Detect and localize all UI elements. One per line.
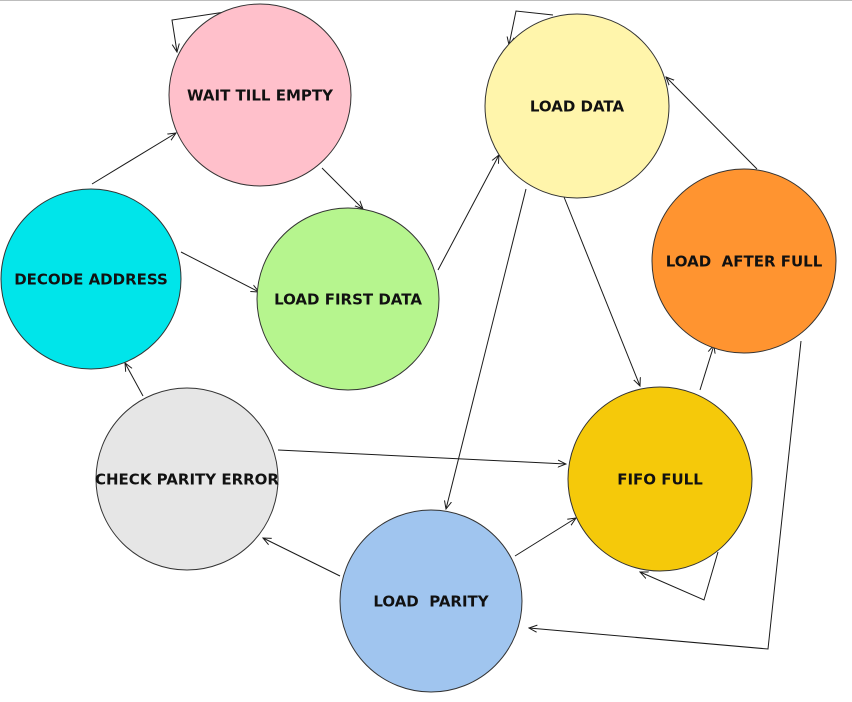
state-label: LOAD FIRST DATA [274, 291, 422, 309]
state-circle [484, 13, 670, 199]
state-circle [651, 168, 837, 354]
state-wait-till-empty: WAIT TILL EMPTY [168, 3, 352, 187]
state-circle [339, 509, 523, 693]
state-circle [567, 386, 753, 572]
edge-load-parity-to-fifo-full [514, 518, 576, 557]
edge-decode-address-to-wait-till-empty [91, 133, 176, 185]
state-check-parity-error: CHECK PARITY ERROR [95, 387, 279, 571]
edge-load-first-data-to-load-data [437, 155, 499, 271]
edge-load-after-full-to-load-data [666, 77, 758, 170]
state-label: FIFO FULL [617, 471, 703, 489]
state-circle [168, 3, 352, 187]
edge-load-after-full-to-load-parity [529, 340, 802, 650]
edge-load-data-self-loop [509, 10, 554, 45]
state-circle [256, 207, 440, 391]
state-label: WAIT TILL EMPTY [187, 87, 334, 105]
state-decode-address: DECODE ADDRESS [0, 188, 182, 370]
edge-wait-till-empty-to-load-first-data [321, 167, 363, 209]
edge-fifo-full-self-loop [640, 551, 719, 601]
edge-check-parity-error-to-decode-address [125, 363, 144, 397]
state-fifo-full: FIFO FULL [567, 386, 753, 572]
state-label: CHECK PARITY ERROR [95, 471, 279, 489]
edge-check-parity-error-to-fifo-full [277, 449, 566, 464]
state-load-parity: LOAD PARITY [339, 509, 523, 693]
edge-fifo-full-to-load-after-full [699, 345, 714, 391]
state-label: DECODE ADDRESS [14, 271, 168, 289]
state-load-data: LOAD DATA [484, 13, 670, 199]
edge-load-parity-to-check-parity-error [263, 538, 341, 577]
state-label: LOAD DATA [530, 98, 625, 116]
state-label: LOAD AFTER FULL [666, 253, 823, 271]
state-circle [95, 387, 279, 571]
state-circle [0, 188, 182, 370]
edge-decode-address-to-load-first-data [180, 251, 259, 292]
edge-wait-till-empty-self-loop [171, 11, 226, 52]
edge-load-data-to-fifo-full [563, 196, 640, 386]
edges [91, 10, 802, 650]
state-load-after-full: LOAD AFTER FULL [651, 168, 837, 354]
state-load-first-data: LOAD FIRST DATA [256, 207, 440, 391]
edge-load-data-to-load-parity [446, 188, 527, 509]
state-label: LOAD PARITY [373, 593, 489, 611]
top-border [0, 0, 852, 1]
